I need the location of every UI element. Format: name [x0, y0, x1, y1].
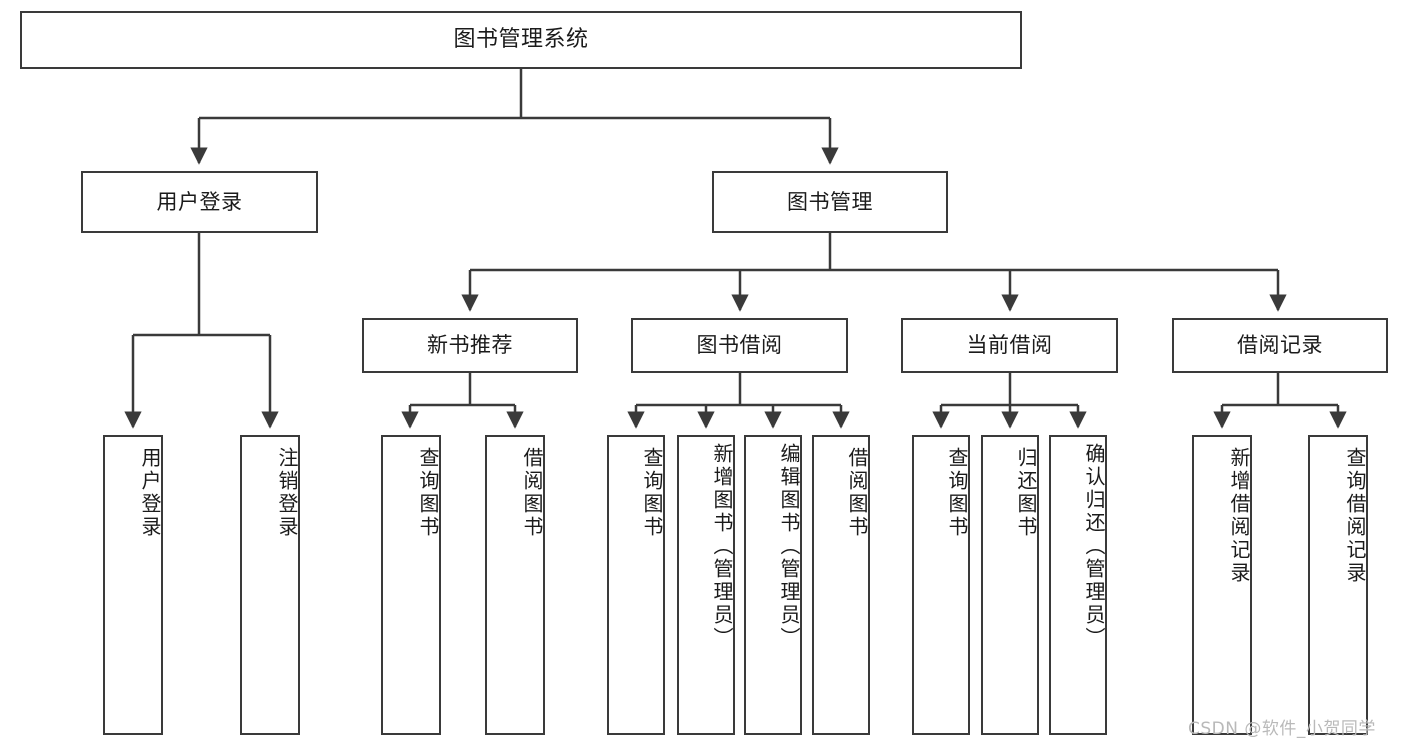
leaf-query-books-current[interactable]: 查询图书 — [912, 435, 970, 735]
node-user-login[interactable]: 用户登录 — [81, 171, 318, 233]
leaf-label: 归还图书 — [1014, 447, 1038, 539]
leaf-label: 查询借阅记录 — [1343, 447, 1367, 585]
node-label: 借阅记录 — [1237, 333, 1323, 358]
leaf-return-books[interactable]: 归还图书 — [981, 435, 1039, 735]
leaf-label: 注销登录 — [275, 447, 299, 539]
leaf-label: 查询图书 — [945, 447, 969, 539]
leaf-edit-book-admin[interactable]: 编辑图书（管理员） — [744, 435, 802, 735]
node-label: 图书借阅 — [696, 333, 783, 358]
leaf-add-borrow-record[interactable]: 新增借阅记录 — [1192, 435, 1252, 735]
node-root-book-management-system[interactable]: 图书管理系统 — [20, 11, 1022, 69]
node-new-book-recommendation[interactable]: 新书推荐 — [362, 318, 578, 373]
leaf-label: 新增图书（管理员） — [710, 443, 734, 650]
leaf-label: 借阅图书 — [520, 447, 544, 539]
leaf-label: 借阅图书 — [845, 447, 869, 539]
node-book-management[interactable]: 图书管理 — [712, 171, 948, 233]
node-book-borrowing[interactable]: 图书借阅 — [631, 318, 848, 373]
leaf-label: 用户登录 — [138, 447, 162, 539]
leaf-label: 查询图书 — [640, 447, 664, 539]
leaf-query-books-borrow[interactable]: 查询图书 — [607, 435, 665, 735]
leaf-logout-login[interactable]: 注销登录 — [240, 435, 300, 735]
leaf-label: 确认归还（管理员） — [1082, 443, 1106, 650]
node-label: 新书推荐 — [427, 333, 513, 358]
leaf-query-books-new[interactable]: 查询图书 — [381, 435, 441, 735]
node-label: 当前借阅 — [966, 333, 1053, 358]
leaf-label: 新增借阅记录 — [1227, 447, 1251, 585]
node-current-borrowing[interactable]: 当前借阅 — [901, 318, 1118, 373]
leaf-add-book-admin[interactable]: 新增图书（管理员） — [677, 435, 735, 735]
leaf-label: 查询图书 — [416, 447, 440, 539]
node-label: 用户登录 — [156, 189, 243, 214]
leaf-query-borrow-record[interactable]: 查询借阅记录 — [1308, 435, 1368, 735]
node-borrowing-records[interactable]: 借阅记录 — [1172, 318, 1388, 373]
leaf-borrow-books[interactable]: 借阅图书 — [812, 435, 870, 735]
leaf-confirm-return-admin[interactable]: 确认归还（管理员） — [1049, 435, 1107, 735]
leaf-borrow-books-new[interactable]: 借阅图书 — [485, 435, 545, 735]
watermark: CSDN @软件_小贺同学 — [1188, 719, 1376, 739]
node-label: 图书管理 — [787, 189, 873, 214]
node-label: 图书管理系统 — [453, 27, 589, 53]
leaf-label: 编辑图书（管理员） — [777, 443, 801, 650]
leaf-user-login[interactable]: 用户登录 — [103, 435, 163, 735]
